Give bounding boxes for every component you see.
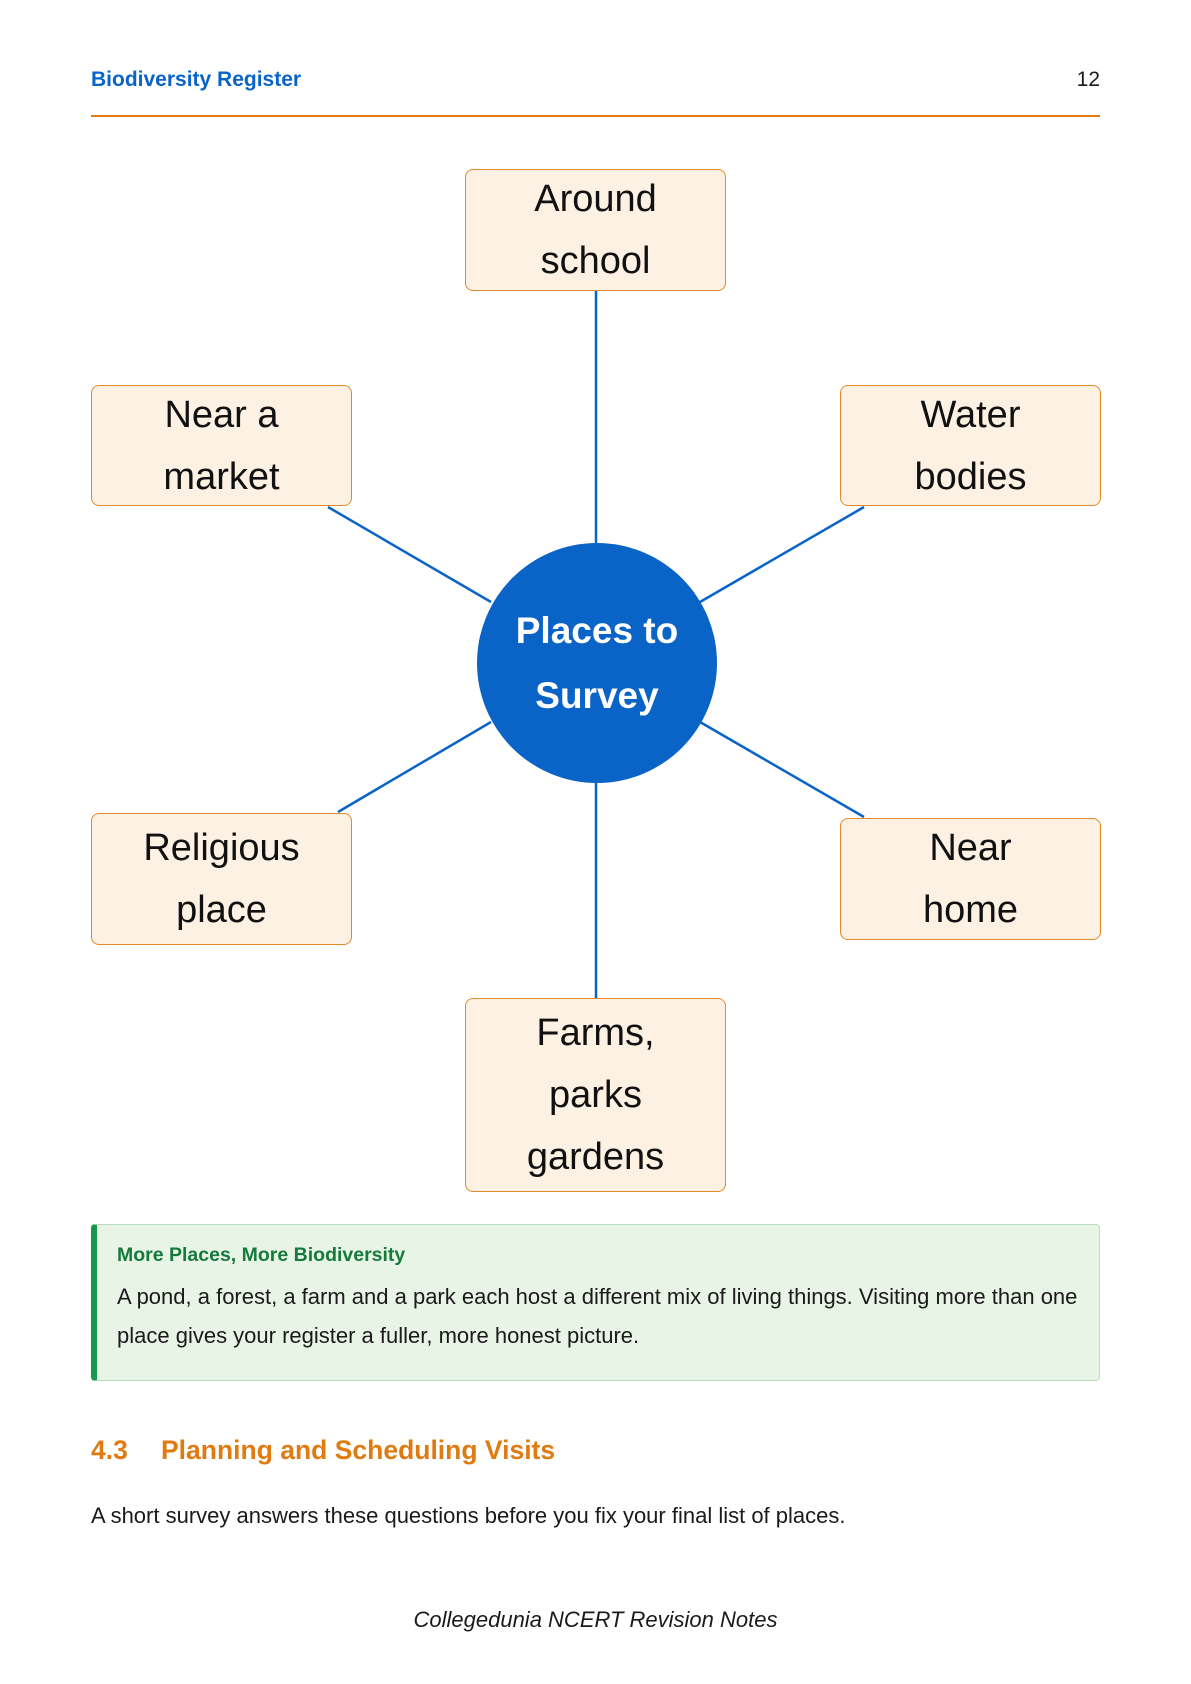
node-near-a-market: Near a market	[91, 385, 352, 506]
node-line: Near	[929, 827, 1012, 869]
node-line: Religious	[143, 827, 300, 869]
node-line: Near a	[164, 393, 279, 436]
node-line: Farms,	[536, 1012, 655, 1054]
connector-top-left	[327, 505, 492, 604]
node-line: place	[176, 889, 267, 931]
diagram-center-hub: Places to Survey	[477, 543, 717, 783]
section-title: Planning and Scheduling Visits	[161, 1435, 556, 1465]
connector-top-right	[699, 505, 865, 604]
hub-line: Survey	[535, 675, 659, 716]
node-water-bodies: Water bodies	[840, 385, 1101, 506]
hub-line: Places to	[515, 610, 679, 651]
node-line: Water	[920, 393, 1021, 436]
node-line: school	[540, 240, 651, 282]
connector-bottom-right	[699, 720, 865, 819]
body-paragraph: A short survey answers these questions b…	[91, 1503, 846, 1528]
node-near-home: Near home	[840, 818, 1101, 940]
node-line: Around	[534, 178, 657, 220]
header-divider	[91, 115, 1100, 117]
connector-bottom-left	[337, 720, 492, 814]
node-religious-place: Religious place	[91, 813, 352, 945]
page-number: 12	[1076, 68, 1100, 91]
running-footer: Collegedunia NCERT Revision Notes	[413, 1607, 778, 1632]
node-around-school: Around school	[465, 169, 726, 291]
node-line: market	[163, 455, 280, 498]
callout-body: A pond, a forest, a farm and a park each…	[117, 1284, 1078, 1348]
callout-title: More Places, More Biodiversity	[117, 1244, 406, 1266]
node-line: bodies	[914, 455, 1027, 498]
info-callout: More Places, More Biodiversity A pond, a…	[91, 1224, 1100, 1381]
section-number: 4.3	[91, 1435, 128, 1465]
node-line: home	[922, 889, 1019, 931]
running-header-title: Biodiversity Register	[91, 68, 302, 91]
node-line: gardens	[526, 1136, 665, 1178]
node-farms-parks-gardens: Farms, parks gardens	[465, 998, 726, 1192]
section-heading: 4.3 Planning and Scheduling Visits	[91, 1432, 555, 1468]
node-line: parks	[549, 1074, 642, 1116]
